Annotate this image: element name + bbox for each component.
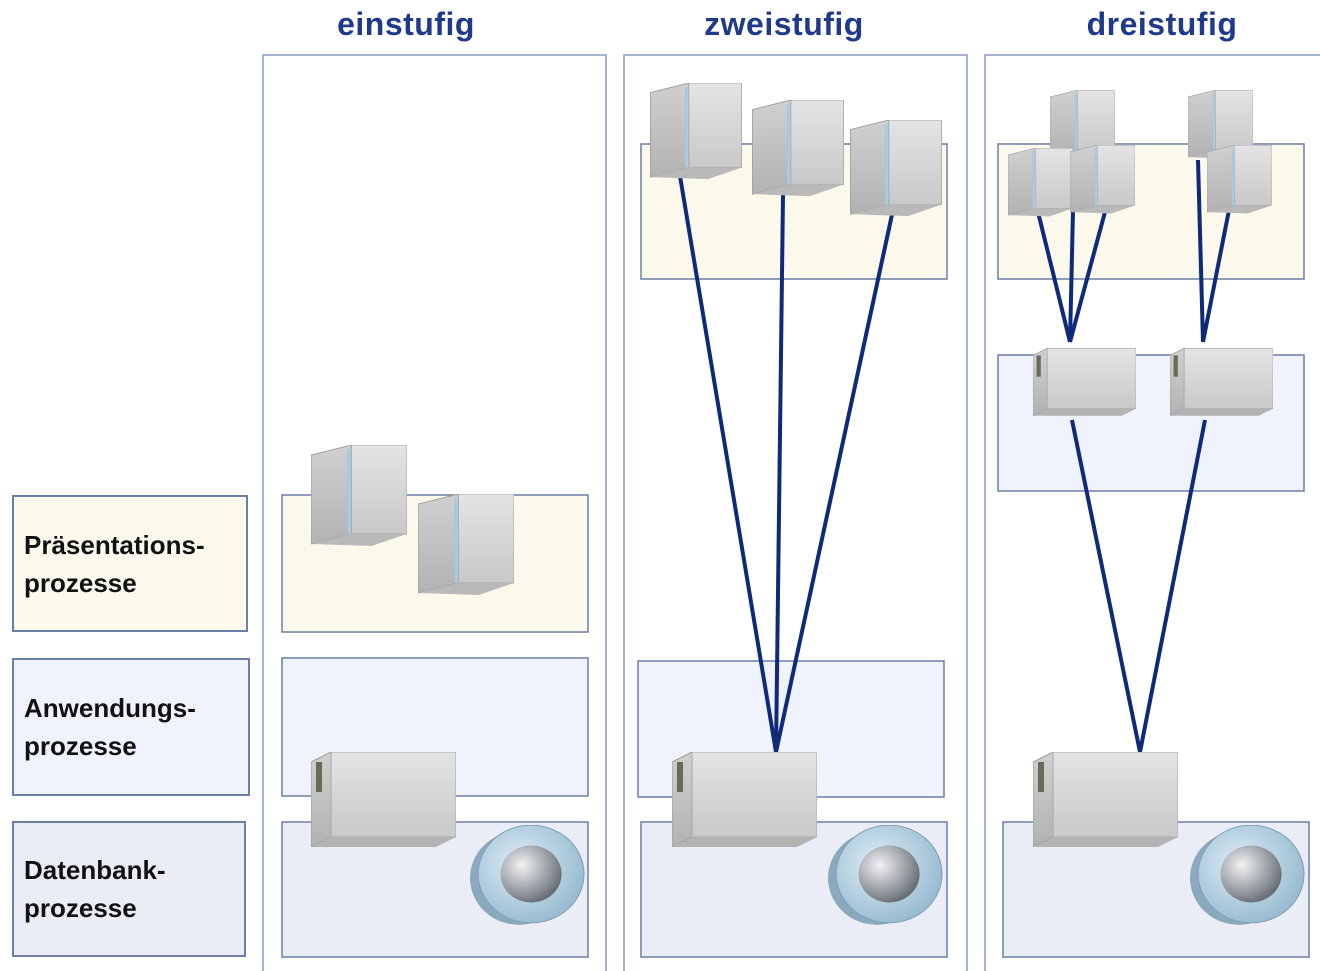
zweistufig-connectors bbox=[678, 175, 895, 753]
connector-line bbox=[774, 209, 895, 753]
application-server-icon bbox=[1170, 347, 1273, 417]
application-server-icon bbox=[672, 752, 817, 847]
connector-line bbox=[1068, 211, 1107, 343]
legend-application-label: Anwendungs- prozesse bbox=[24, 693, 196, 761]
connector-line bbox=[774, 194, 785, 753]
connector-line bbox=[678, 175, 778, 753]
connector-line bbox=[1036, 211, 1072, 343]
connector-line bbox=[1070, 419, 1142, 753]
connector-line bbox=[1138, 419, 1207, 753]
legend-presentation: Präsentations- prozesse bbox=[12, 495, 248, 632]
application-server-icon bbox=[1033, 347, 1136, 417]
legend-database-label: Datenbank- prozesse bbox=[24, 855, 166, 923]
legend-database: Datenbank- prozesse bbox=[12, 821, 246, 957]
application-server-icon bbox=[311, 752, 456, 847]
connector-line bbox=[1068, 209, 1075, 343]
client-computer-icon bbox=[650, 83, 742, 180]
legend-presentation-label: Präsentations- prozesse bbox=[24, 529, 205, 598]
client-computer-icon bbox=[1008, 148, 1073, 217]
connector-line bbox=[1196, 159, 1205, 343]
legend-application: Anwendungs- prozesse bbox=[12, 658, 250, 796]
client-computer-icon bbox=[418, 494, 514, 596]
column-title-einstufig: einstufig bbox=[337, 6, 475, 42]
client-computer-icon bbox=[1207, 145, 1272, 214]
client-computer-icon bbox=[850, 120, 942, 217]
application-server-icon bbox=[1033, 752, 1178, 847]
column-title-zweistufig: zweistufig bbox=[704, 6, 864, 42]
connector-line bbox=[1201, 204, 1232, 343]
column-title-dreistufig: dreistufig bbox=[1086, 6, 1238, 42]
dreistufig-connectors bbox=[1036, 159, 1232, 753]
client-computer-icon bbox=[311, 445, 407, 547]
client-computer-icon bbox=[752, 100, 844, 197]
client-computer-icon bbox=[1070, 145, 1135, 214]
